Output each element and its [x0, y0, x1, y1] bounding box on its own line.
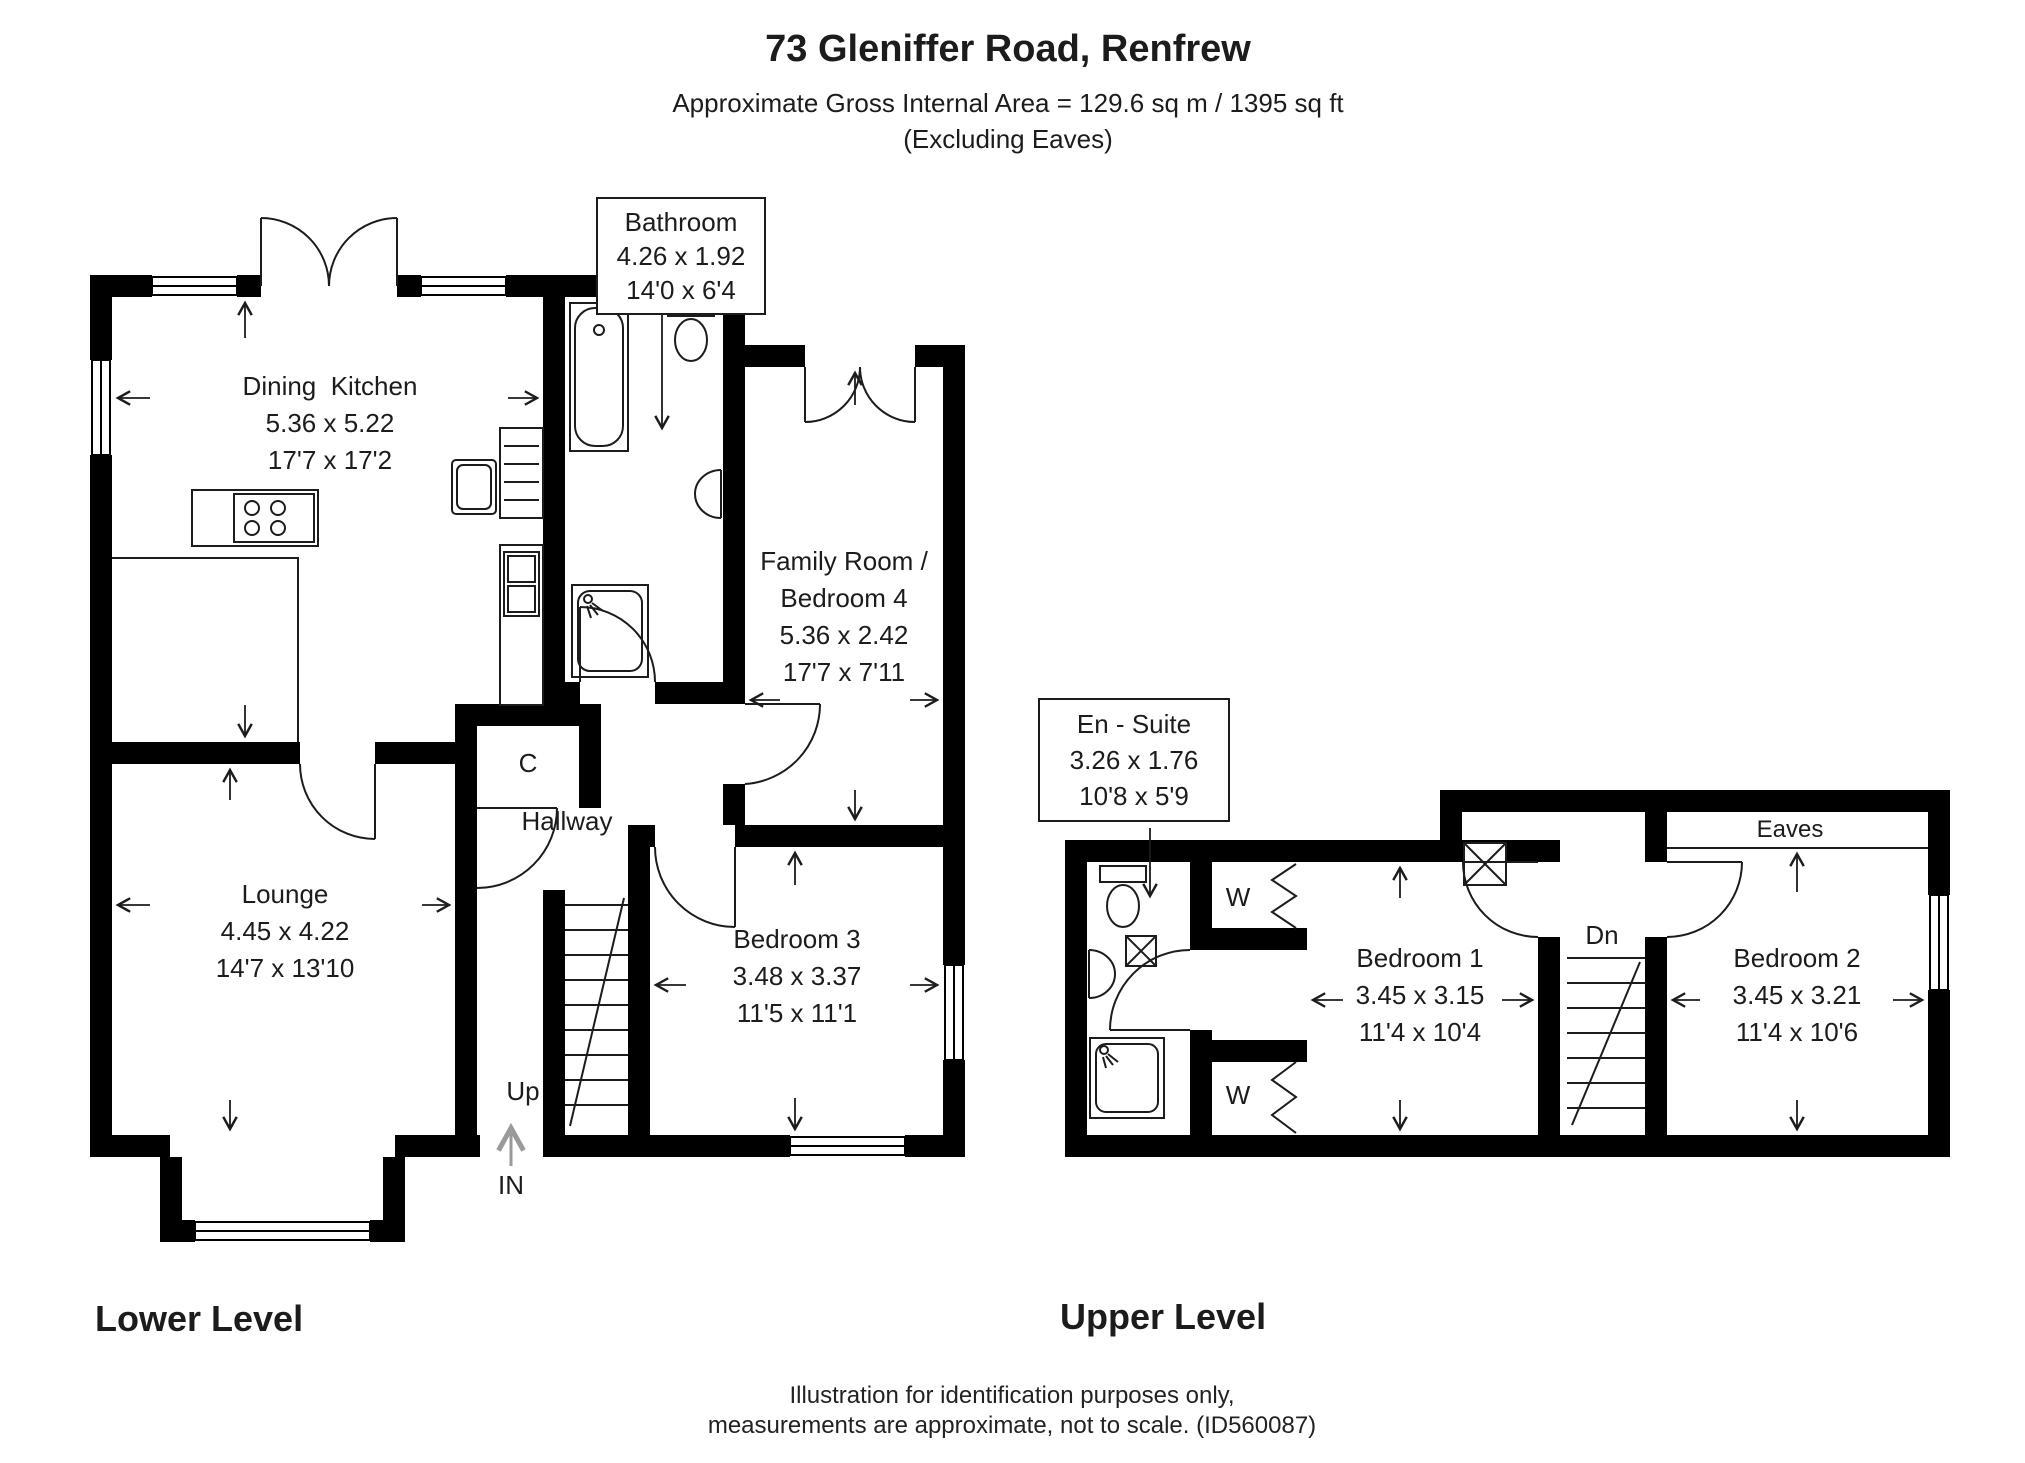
room-label-bedroom3: Bedroom 3 3.48 x 3.37 11'5 x 11'1: [732, 924, 862, 1028]
window: [1929, 894, 1949, 991]
cupboard-door: [476, 807, 558, 889]
lounge-door: [299, 763, 376, 840]
roof-hatch-icon: [1463, 842, 1507, 886]
callout-ensuite: En - Suite 3.26 x 1.76 10'8 x 5'9: [1038, 698, 1230, 822]
cupboard-label: C: [518, 748, 538, 778]
wardrobe-bifold-doors: [1270, 863, 1298, 1134]
upper-dimension-arrows: [1142, 828, 1925, 1132]
bathtub-icon: [569, 302, 629, 452]
ensuite-door: [1109, 949, 1191, 1031]
room-label-bedroom1: Bedroom 1 3.45 x 3.15 11'4 x 10'4: [1355, 943, 1485, 1047]
area-note: (Excluding Eaves): [903, 124, 1113, 154]
kitchen-counter: [112, 544, 544, 742]
window: [91, 359, 111, 456]
family-room-door: [744, 703, 822, 785]
french-doors: [260, 217, 398, 287]
upper-doors: [1109, 861, 1743, 1134]
stairs-down: [1567, 957, 1645, 1126]
bedroom2-door: [1666, 861, 1743, 938]
kitchen-island-icon: [191, 489, 319, 547]
stairs-up: [565, 897, 628, 1127]
disclaimer-line1: Illustration for identification purposes…: [789, 1382, 1235, 1409]
room-label-bedroom2: Bedroom 2 3.45 x 3.21 11'4 x 10'6: [1732, 943, 1862, 1047]
callout-bathroom: Bathroom 4.26 x 1.92 14'0 x 6'4: [596, 197, 766, 315]
room-label-family-room: Family Room / Bedroom 4 5.36 x 2.42 17'7…: [760, 546, 928, 687]
kitchen-sink-icon: [503, 551, 540, 617]
room-label-dining-kitchen: Dining Kitchen 5.36 x 5.22 17'7 x 17'2: [242, 371, 418, 475]
wardrobe-label-top: W: [1225, 882, 1251, 912]
upper-level-title: Upper Level: [1060, 1296, 1267, 1337]
shower-icon: [571, 584, 649, 678]
lower-dimension-arrows: [115, 300, 940, 1132]
area-subtitle: Approximate Gross Internal Area = 129.6 …: [672, 88, 1344, 118]
ensuite-sink-icon: [1088, 949, 1116, 999]
room-label-lounge: Lounge 4.45 x 4.22 14'7 x 13'10: [215, 879, 355, 983]
upper-windows: [1929, 894, 1949, 991]
page-title: 73 Gleniffer Road, Renfrew: [765, 28, 1251, 70]
kitchen-appliance-icon: [451, 427, 544, 519]
lower-doors: [260, 217, 916, 928]
lower-level-title: Lower Level: [95, 1298, 304, 1339]
vent-hatch-icon: [1125, 935, 1157, 967]
bedroom1-door: [1462, 861, 1539, 938]
window: [944, 964, 964, 1061]
upper-level-plan: [1065, 790, 1950, 1157]
ensuite-toilet-icon: [1099, 865, 1147, 928]
window: [789, 1136, 906, 1156]
lower-windows: [91, 276, 964, 1241]
room-label-hallway: Hallway: [521, 806, 613, 836]
stairs-up-label: Up: [506, 1076, 540, 1106]
sink-icon: [694, 469, 722, 519]
entrance-label: IN: [498, 1170, 524, 1200]
bay-window: [194, 1221, 371, 1241]
patio-doors: [804, 366, 916, 423]
bedroom3-door: [654, 846, 736, 928]
stairs-down-label: Dn: [1585, 920, 1619, 950]
upper-walls: [1065, 790, 1950, 1157]
window: [420, 276, 507, 296]
disclaimer-line2: measurements are approximate, not to sca…: [707, 1412, 1317, 1439]
window: [151, 276, 238, 296]
eaves-label: Eaves: [1756, 816, 1824, 843]
ensuite-shower-icon: [1089, 1037, 1165, 1119]
bathroom-door: [579, 606, 656, 683]
wardrobe-label-bottom: W: [1225, 1080, 1251, 1110]
